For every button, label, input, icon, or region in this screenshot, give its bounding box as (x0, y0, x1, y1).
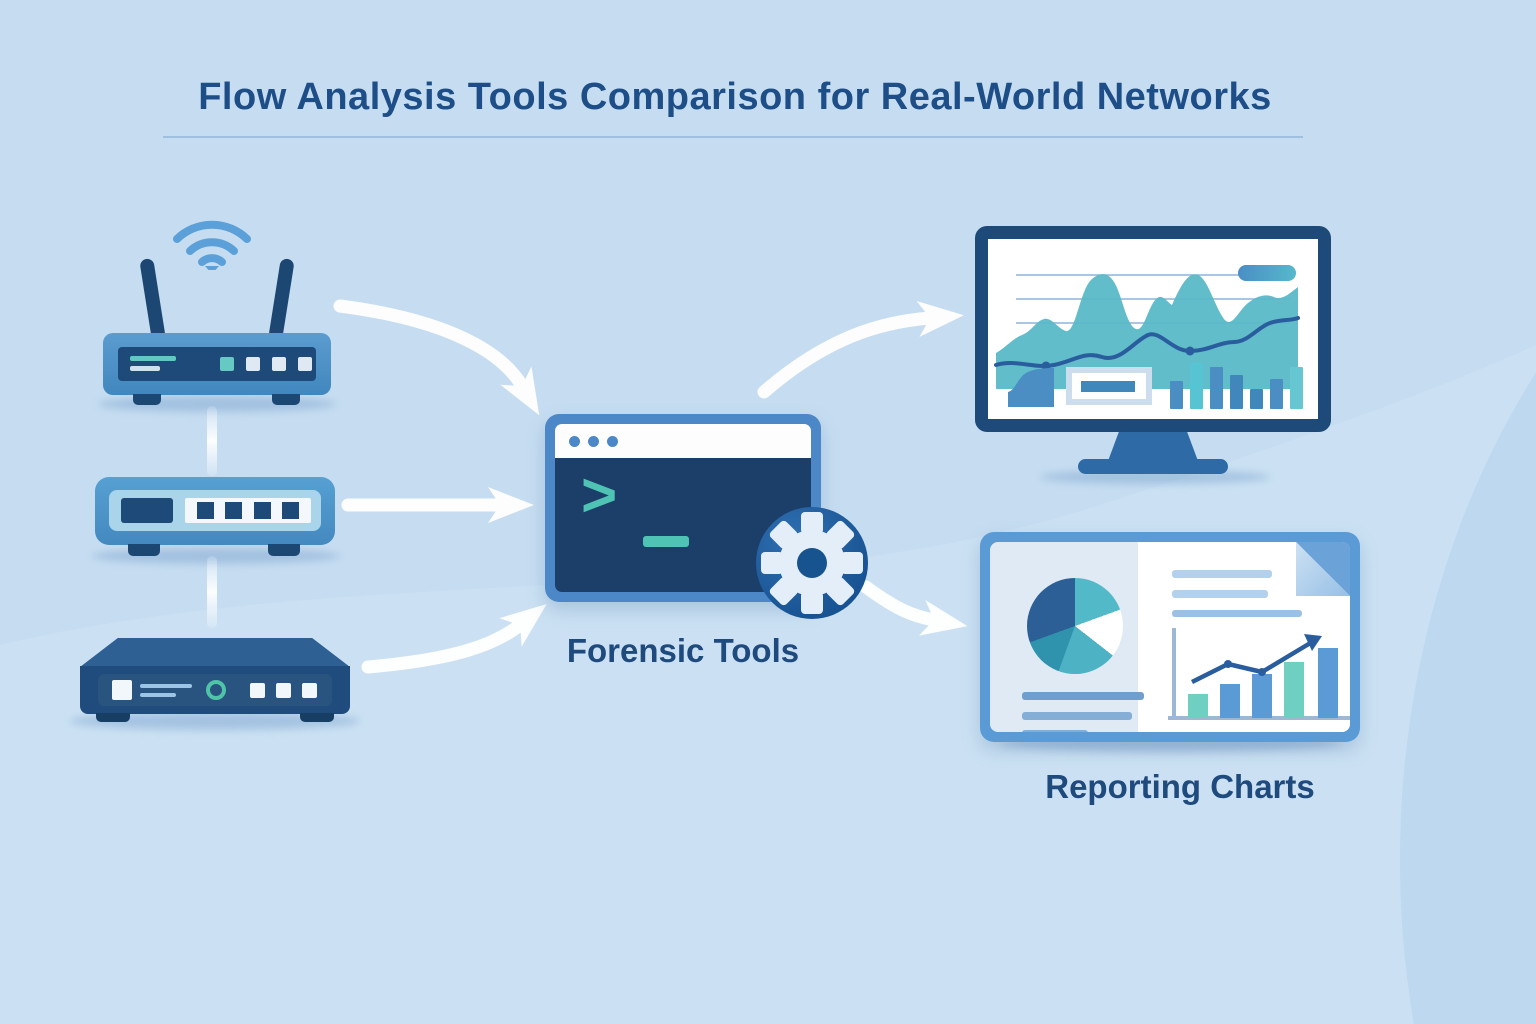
switch-port-strip (185, 498, 311, 523)
router-foot-left (133, 394, 161, 405)
dashboard-trend-chart (994, 265, 1300, 389)
appliance-foot-left (96, 713, 130, 722)
bar (1210, 367, 1223, 409)
dashboard-bar-chart (1170, 363, 1303, 409)
bar (1290, 367, 1303, 409)
router-foot-right (272, 394, 300, 405)
link-switch-appliance (207, 556, 217, 628)
page-text-line (1172, 570, 1272, 578)
report-text-line (1022, 692, 1144, 700)
report-trend-line (1190, 640, 1314, 685)
router-label-line2 (130, 366, 160, 371)
gear-icon (756, 507, 868, 619)
terminal-cursor-icon (643, 536, 689, 547)
dashboard-pill-badge (1238, 265, 1296, 281)
appliance-label-line2 (140, 693, 176, 697)
bar (1270, 379, 1283, 409)
appliance-foot-right (300, 713, 334, 722)
appliance-led-3 (302, 683, 317, 698)
router-label-line (130, 356, 176, 361)
switch-foot-right (268, 544, 300, 556)
router-led-2 (246, 357, 260, 371)
terminal-window: > (545, 414, 821, 602)
wifi-icon (173, 220, 251, 270)
switch-blank-plate (121, 498, 173, 523)
terminal-screen: > (555, 458, 811, 592)
switch-port (225, 502, 243, 519)
arrow-appliance-to-terminal (361, 604, 547, 674)
appliance-power-ring (206, 680, 226, 700)
router-front-panel (118, 347, 316, 381)
router-led-4 (298, 357, 312, 371)
appliance-front-panel (98, 674, 332, 706)
monitor-dashboard (975, 226, 1331, 432)
switch-port (196, 502, 214, 519)
monitor-base (1078, 459, 1228, 474)
switch-front-panel (109, 490, 321, 531)
page-title: Flow Analysis Tools Comparison for Real-… (198, 76, 1272, 118)
terminal-titlebar (555, 424, 811, 458)
arrow-terminal-to-monitor (757, 301, 964, 399)
report-card (980, 532, 1360, 742)
dashboard-mini-area (1008, 368, 1054, 407)
window-dot-icon (588, 435, 599, 447)
switch-foot-left (128, 544, 160, 556)
reporting-charts-label: Reporting Charts (1045, 768, 1315, 805)
router-led-1 (220, 357, 234, 371)
pie-chart-icon (1027, 578, 1123, 674)
dashboard-legend-box (1066, 367, 1152, 405)
appliance-label-line (140, 684, 192, 688)
monitor-stand (1108, 432, 1198, 461)
arrow-gear-to-report (859, 580, 968, 636)
router-led-3 (272, 357, 286, 371)
report-text-line (1022, 730, 1088, 732)
appliance-led-2 (276, 683, 291, 698)
title-divider (163, 136, 1303, 138)
router-device (103, 333, 331, 395)
appliance-shadow (70, 712, 360, 730)
terminal-prompt-icon: > (581, 461, 618, 530)
page-text-line (1172, 610, 1302, 617)
window-dot-icon (607, 435, 618, 447)
window-dot-icon (569, 435, 580, 447)
link-router-switch (207, 406, 217, 476)
bar (1250, 389, 1263, 409)
switch-port (282, 502, 300, 519)
appliance-display (112, 680, 132, 700)
appliance-top (80, 638, 350, 667)
page-text-line (1172, 590, 1268, 598)
bar (1170, 381, 1183, 409)
forensic-tools-label: Forensic Tools (566, 632, 800, 669)
switch-device (95, 477, 335, 545)
report-bar-chart (1168, 628, 1350, 720)
appliance-device (80, 666, 350, 714)
bar (1190, 363, 1203, 409)
report-text-line (1022, 712, 1132, 720)
report-body (990, 542, 1350, 732)
bar (1230, 375, 1243, 409)
switch-port (253, 502, 271, 519)
arrow-router-to-terminal (333, 299, 540, 416)
dashboard-legend-bar (1081, 381, 1135, 392)
traffic-line-series (994, 316, 1300, 368)
appliance-led-1 (250, 683, 265, 698)
